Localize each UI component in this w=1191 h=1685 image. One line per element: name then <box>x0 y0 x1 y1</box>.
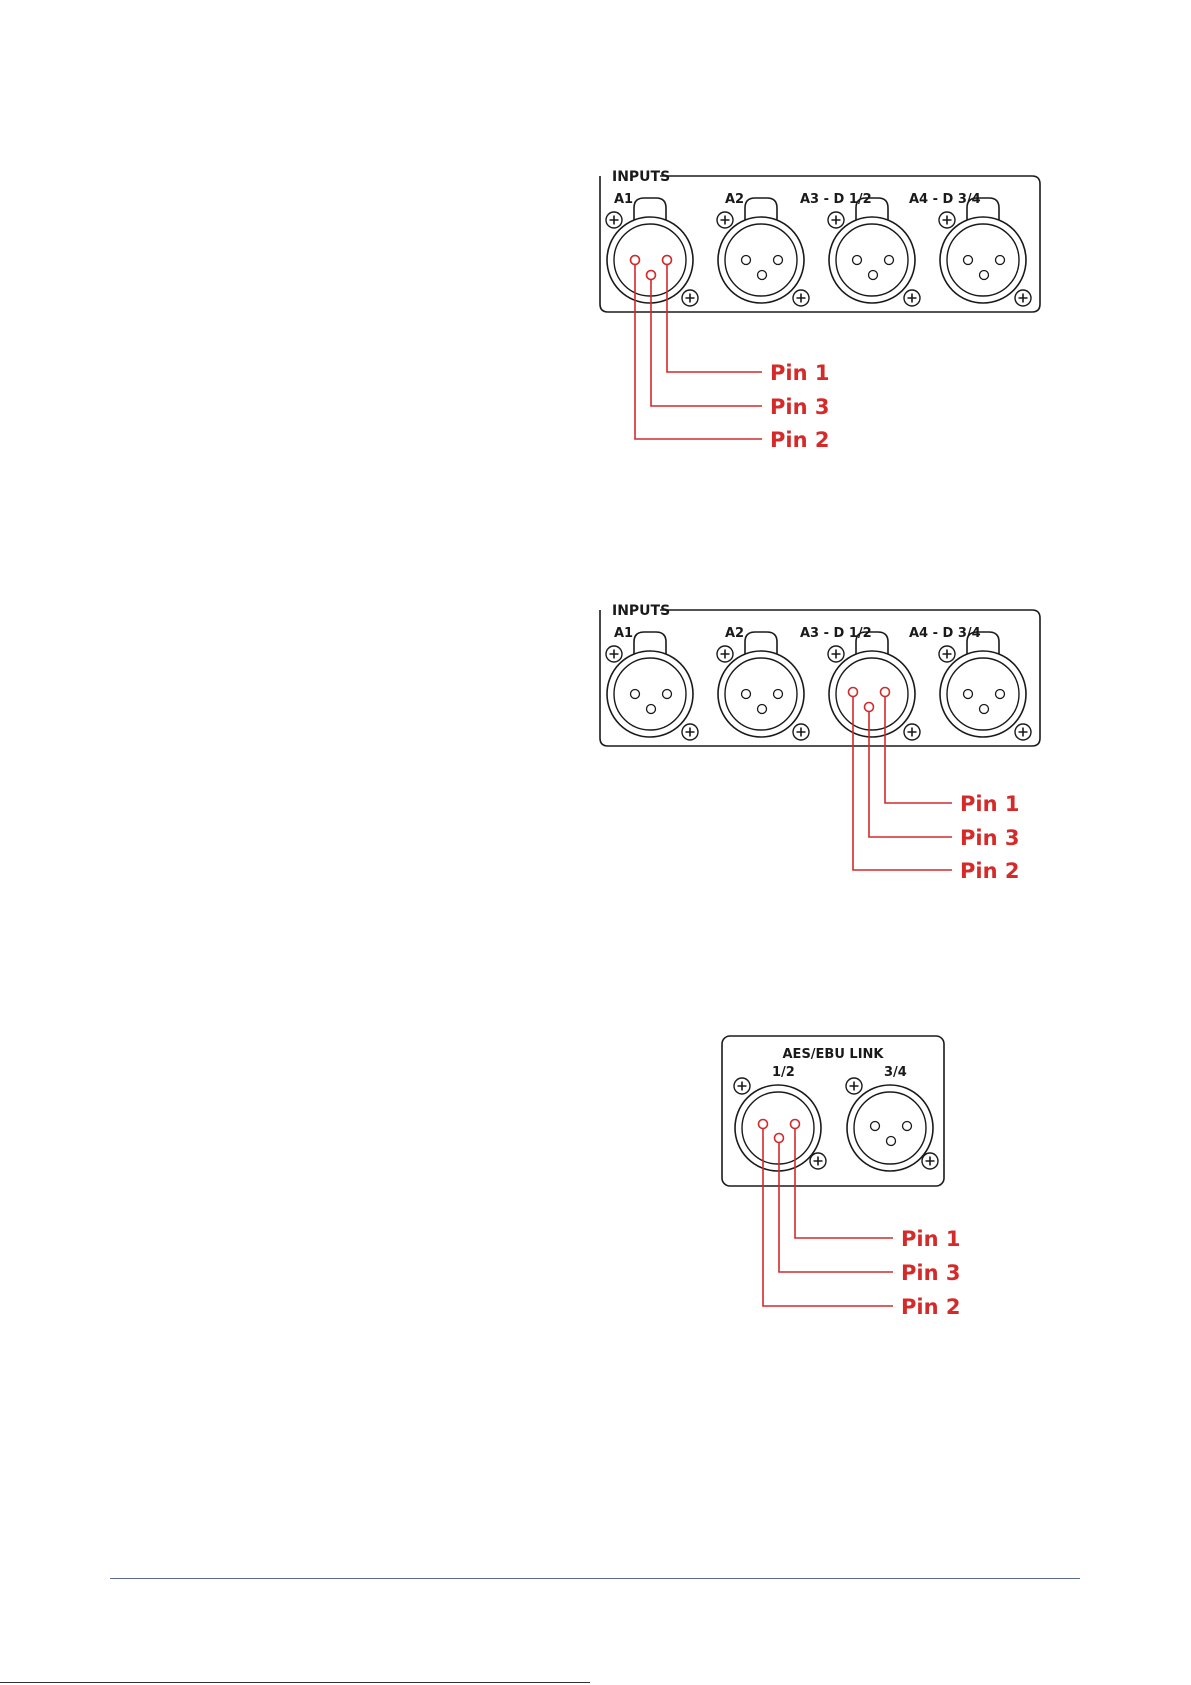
xlr-connector-icon <box>829 217 915 303</box>
screw-icon <box>793 290 809 306</box>
xlr-connector-icon <box>607 217 693 303</box>
page-bottom-edge <box>0 1682 590 1683</box>
xlr-connector-icon <box>940 217 1026 303</box>
screw-icon <box>682 290 698 306</box>
screw-icon <box>810 1153 826 1169</box>
screw-icon <box>828 212 844 228</box>
pin-callouts: Pin 1 Pin 3 Pin 2 <box>759 1120 961 1320</box>
pin-3-leader <box>869 712 952 838</box>
panel-title: AES/EBU LINK <box>783 1047 885 1062</box>
pin-1-label: Pin 1 <box>770 361 829 385</box>
pin-1-leader <box>667 265 762 373</box>
pin-1-label: Pin 1 <box>960 792 1019 816</box>
screw-icon <box>682 724 698 740</box>
screw-icon <box>904 724 920 740</box>
connector-a2: A2 <box>717 192 809 306</box>
pin-1-label: Pin 1 <box>901 1227 960 1251</box>
pin-2-leader <box>763 1129 893 1307</box>
connector-label: A1 <box>614 626 633 641</box>
connector-a2: A2 <box>717 626 809 740</box>
pin-3-marker <box>775 1134 784 1143</box>
screw-icon <box>922 1153 938 1169</box>
connector-label: 1/2 <box>772 1065 795 1080</box>
xlr-connector-icon <box>829 651 915 737</box>
pin-3-label: Pin 3 <box>901 1261 960 1285</box>
xlr-connector-icon <box>735 1085 821 1171</box>
screw-icon <box>1015 290 1031 306</box>
pin-2-label: Pin 2 <box>960 859 1019 883</box>
inputs-panel-a3: INPUTS A1 A2 <box>600 603 1040 883</box>
connector-1-2: 1/2 <box>734 1065 826 1171</box>
pin-3-marker <box>865 703 874 712</box>
screw-icon <box>939 212 955 228</box>
panel-title: INPUTS <box>612 169 670 185</box>
footer-rule <box>110 1578 1080 1579</box>
screw-icon <box>846 1078 862 1094</box>
pin-2-label: Pin 2 <box>901 1295 960 1319</box>
screw-icon <box>1015 724 1031 740</box>
xlr-connector-icon <box>940 651 1026 737</box>
xlr-connector-icon <box>718 651 804 737</box>
pin-3-label: Pin 3 <box>960 826 1019 850</box>
inputs-panel-a1: INPUTS A1 A2 <box>600 169 1040 452</box>
xlr-connector-icon <box>847 1085 933 1171</box>
pin-1-marker <box>881 688 890 697</box>
pin-2-marker <box>759 1120 768 1129</box>
connector-3-4: 3/4 <box>846 1065 938 1171</box>
screw-icon <box>793 724 809 740</box>
panel-title: INPUTS <box>612 603 670 619</box>
pin-3-label: Pin 3 <box>770 395 829 419</box>
screw-icon <box>939 646 955 662</box>
connector-a1: A1 <box>606 626 698 740</box>
pin-1-leader <box>885 697 952 804</box>
connector-label: A2 <box>725 192 744 207</box>
pin-3-marker <box>647 271 656 280</box>
screw-icon <box>828 646 844 662</box>
pin-callouts: Pin 1 Pin 3 Pin 2 <box>849 688 1020 884</box>
connector-label: 3/4 <box>884 1065 907 1080</box>
screw-icon <box>606 212 622 228</box>
connector-label: A1 <box>614 192 633 207</box>
pin-1-marker <box>663 256 672 265</box>
connector-a4-d34: A4 - D 3/4 <box>909 192 1031 306</box>
screw-icon <box>717 212 733 228</box>
connector-a3-d12: A3 - D 1/2 <box>800 626 920 740</box>
screw-icon <box>606 646 622 662</box>
connector-a4-d34: A4 - D 3/4 <box>909 626 1031 740</box>
screw-icon <box>717 646 733 662</box>
pin-2-marker <box>631 256 640 265</box>
pin-2-label: Pin 2 <box>770 428 829 452</box>
connector-a1: A1 <box>606 192 698 306</box>
pin-2-marker <box>849 688 858 697</box>
pin-2-leader <box>853 697 952 871</box>
screw-icon <box>734 1078 750 1094</box>
pin-callouts: Pin 1 Pin 3 Pin 2 <box>631 256 830 453</box>
connector-a3-d12: A3 - D 1/2 <box>800 192 920 306</box>
screw-icon <box>904 290 920 306</box>
connector-label: A2 <box>725 626 744 641</box>
xlr-connector-icon <box>607 651 693 737</box>
aes-ebu-link-panel: AES/EBU LINK 1/2 3/4 <box>722 1036 960 1319</box>
pin-3-leader <box>779 1143 893 1273</box>
pin-1-marker <box>791 1120 800 1129</box>
xlr-connector-icon <box>718 217 804 303</box>
